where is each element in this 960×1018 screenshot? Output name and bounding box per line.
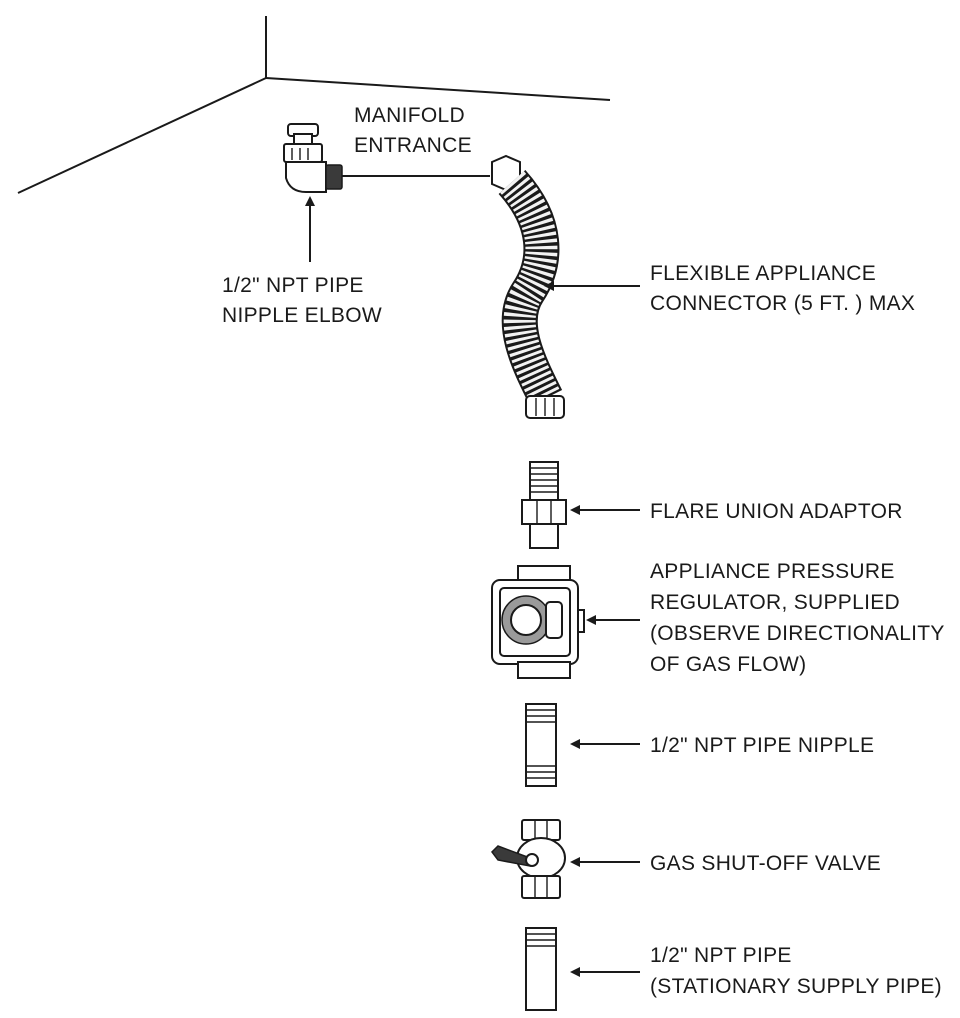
elbow-line-2: NIPPLE ELBOW xyxy=(222,304,382,327)
leader-arrows xyxy=(305,196,640,977)
flexible-connector xyxy=(491,154,565,419)
flex-line-2: CONNECTOR (5 FT. ) MAX xyxy=(650,292,915,315)
regulator-line-2: REGULATOR, SUPPLIED xyxy=(650,591,900,614)
label-regulator: APPLIANCE PRESSURE REGULATOR, SUPPLIED (… xyxy=(650,560,951,676)
flex-line-1: FLEXIBLE APPLIANCE xyxy=(650,262,876,285)
nipple-line-1: 1/2" NPT PIPE NIPPLE xyxy=(650,734,874,757)
manifold-line-2: ENTRANCE xyxy=(354,134,472,157)
pipe-nipple xyxy=(525,703,557,787)
valve-line-1: GAS SHUT-OFF VALVE xyxy=(650,852,881,875)
supply-line-2: (STATIONARY SUPPLY PIPE) xyxy=(650,975,942,998)
flare-union-adaptor xyxy=(521,461,567,549)
elbow-line-1: 1/2" NPT PIPE xyxy=(222,274,364,297)
label-pipe-nipple: 1/2" NPT PIPE NIPPLE xyxy=(650,734,874,757)
label-nipple-elbow: 1/2" NPT PIPE NIPPLE ELBOW xyxy=(222,274,382,327)
regulator-line-1: APPLIANCE PRESSURE xyxy=(650,560,895,583)
regulator-line-4: OF GAS FLOW) xyxy=(650,653,806,676)
label-supply-pipe: 1/2" NPT PIPE (STATIONARY SUPPLY PIPE) xyxy=(650,944,942,998)
label-manifold-entrance: MANIFOLD ENTRANCE xyxy=(354,104,472,157)
label-shutoff-valve: GAS SHUT-OFF VALVE xyxy=(650,852,881,875)
manifold-line-1: MANIFOLD xyxy=(354,104,465,127)
wall-corner xyxy=(17,16,611,194)
flare-line-1: FLARE UNION ADAPTOR xyxy=(650,500,903,523)
label-flare-union: FLARE UNION ADAPTOR xyxy=(650,500,903,523)
pressure-regulator xyxy=(491,565,585,679)
supply-line-1: 1/2" NPT PIPE xyxy=(650,944,792,967)
label-flex-connector: FLEXIBLE APPLIANCE CONNECTOR (5 FT. ) MA… xyxy=(650,262,915,315)
regulator-line-3: (OBSERVE DIRECTIONALITY xyxy=(650,622,944,645)
shutoff-valve xyxy=(491,819,566,899)
supply-pipe xyxy=(525,927,557,1011)
nipple-elbow-fitting xyxy=(283,123,343,193)
